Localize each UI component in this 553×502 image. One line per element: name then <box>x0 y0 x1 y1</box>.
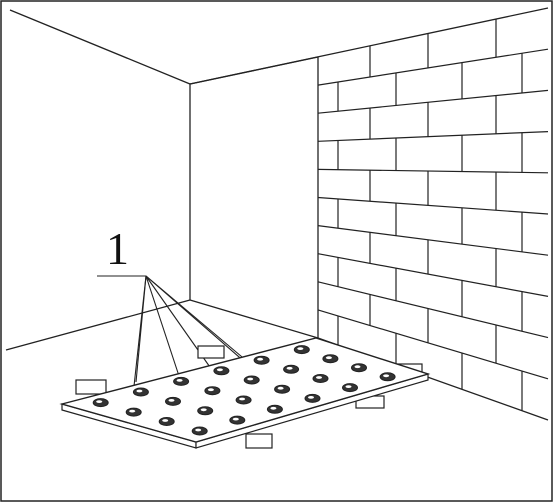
brick-course-line <box>317 48 549 86</box>
partition-wall-top <box>189 56 319 85</box>
pad-highlight <box>308 396 314 399</box>
pad-highlight <box>207 388 214 392</box>
brick-course-line <box>317 253 549 297</box>
brick-course-line <box>317 168 549 174</box>
brick-course-line <box>317 196 549 215</box>
pad-highlight <box>383 374 390 378</box>
pad-highlight <box>200 408 207 412</box>
pad-highlight <box>270 406 277 410</box>
pad-highlight <box>277 386 284 390</box>
support-foot <box>197 345 225 359</box>
pad-highlight <box>286 366 293 370</box>
leader-line-2 <box>135 275 147 383</box>
floor-panel-assembly <box>59 337 431 449</box>
leader-line-3 <box>145 275 181 380</box>
brick-wall <box>317 19 549 411</box>
floor-edge-left <box>5 299 191 351</box>
brick-course-line <box>317 281 549 339</box>
pad-highlight <box>168 399 175 402</box>
reference-numeral: 1 <box>106 223 129 274</box>
brick-course-line <box>317 309 549 380</box>
pad-highlight <box>247 377 254 381</box>
panel-top-face <box>59 337 431 443</box>
pad-highlight <box>345 385 352 388</box>
pad-highlight <box>162 419 169 422</box>
brick-course-line <box>317 131 549 142</box>
pad-highlight <box>216 368 223 372</box>
pad-highlight <box>176 379 183 382</box>
support-foot <box>75 379 107 395</box>
pad-highlight <box>195 428 202 432</box>
pad-highlight <box>297 347 304 350</box>
support-foot <box>245 433 273 449</box>
pad-highlight <box>325 356 332 360</box>
ceiling-edge-left <box>9 9 191 85</box>
pad-highlight <box>354 365 361 369</box>
pad-highlight <box>239 397 246 401</box>
floor-edge-right <box>189 299 319 339</box>
pad-highlight <box>232 417 239 421</box>
brick-course-line <box>317 225 549 256</box>
pad-highlight <box>136 389 143 393</box>
pad-highlight <box>316 376 322 379</box>
brick-course-line <box>317 89 549 114</box>
pad-highlight <box>96 400 103 403</box>
pad-highlight <box>129 409 136 413</box>
pad-highlight <box>257 357 264 361</box>
